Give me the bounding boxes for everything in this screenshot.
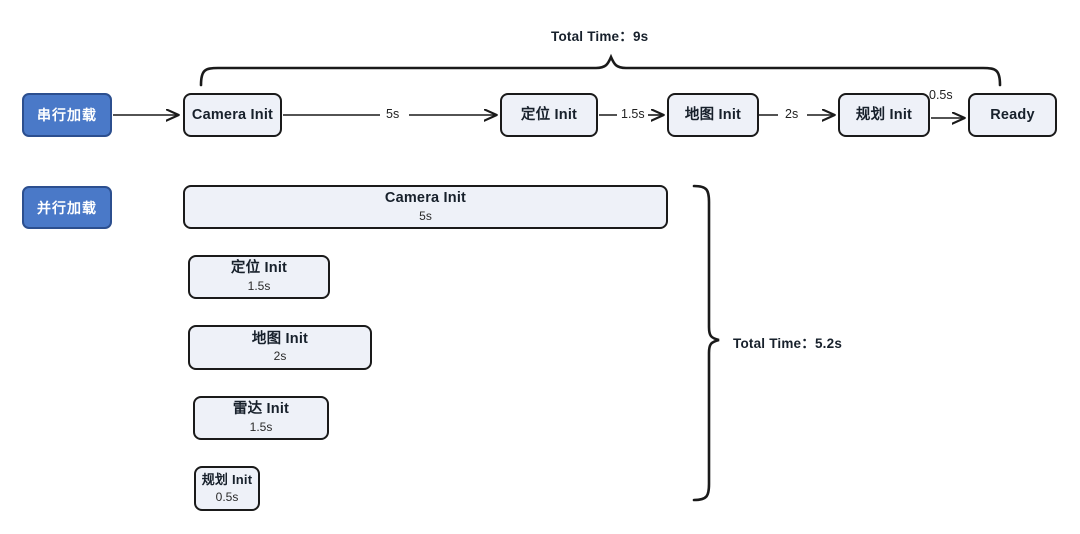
parallel-bar-map-init-duration: 2s <box>273 349 287 364</box>
serial-edge-label-2: 1.5s <box>621 107 645 121</box>
serial-node-locate-init[interactable]: 定位 Init <box>500 93 598 137</box>
serial-edge-label-4: 0.5s <box>929 88 953 102</box>
serial-node-map-init-label: 地图 Init <box>684 106 742 123</box>
serial-node-locate-init-label: 定位 Init <box>520 106 578 123</box>
serial-mode-tag-label: 串行加载 <box>37 107 97 123</box>
top-brace <box>199 53 1002 87</box>
serial-node-plan-init-label: 规划 Init <box>855 106 913 123</box>
parallel-bar-locate-init-label: 定位 Init <box>230 260 288 277</box>
parallel-bar-radar-init[interactable]: 雷达 Init 1.5s <box>193 396 329 440</box>
serial-node-camera-init[interactable]: Camera Init <box>183 93 282 137</box>
parallel-bar-plan-init-duration: 0.5s <box>215 489 239 504</box>
serial-edge-label-1: 5s <box>386 107 400 121</box>
parallel-mode-tag: 并行加载 <box>22 186 112 229</box>
parallel-bar-map-init[interactable]: 地图 Init 2s <box>188 325 372 370</box>
serial-edge-label-3: 2s <box>785 107 799 121</box>
parallel-bar-plan-init-label: 规划 Init <box>201 471 253 487</box>
serial-total-time-label: Total Time：9s <box>551 29 649 44</box>
parallel-total-time-label: Total Time：5.2s <box>733 336 843 351</box>
parallel-bar-locate-init[interactable]: 定位 Init 1.5s <box>188 255 330 299</box>
parallel-brace <box>692 184 720 502</box>
parallel-bar-plan-init[interactable]: 规划 Init 0.5s <box>194 466 260 511</box>
parallel-bar-camera-init-duration: 5s <box>419 208 432 223</box>
serial-node-ready[interactable]: Ready <box>968 93 1057 137</box>
serial-node-map-init[interactable]: 地图 Init <box>667 93 759 137</box>
parallel-bar-radar-init-label: 雷达 Init <box>232 401 290 418</box>
parallel-bar-camera-init[interactable]: Camera Init 5s <box>183 185 668 229</box>
parallel-mode-tag-label: 并行加载 <box>37 199 97 216</box>
parallel-bar-camera-init-label: Camera Init <box>384 190 467 207</box>
serial-mode-tag: 串行加载 <box>22 93 112 137</box>
serial-node-ready-label: Ready <box>990 106 1035 123</box>
parallel-bar-map-init-label: 地图 Init <box>251 330 309 347</box>
serial-node-plan-init[interactable]: 规划 Init <box>838 93 930 137</box>
parallel-bar-locate-init-duration: 1.5s <box>247 278 271 293</box>
serial-node-camera-init-label: Camera Init <box>191 106 274 123</box>
parallel-bar-radar-init-duration: 1.5s <box>249 419 273 434</box>
